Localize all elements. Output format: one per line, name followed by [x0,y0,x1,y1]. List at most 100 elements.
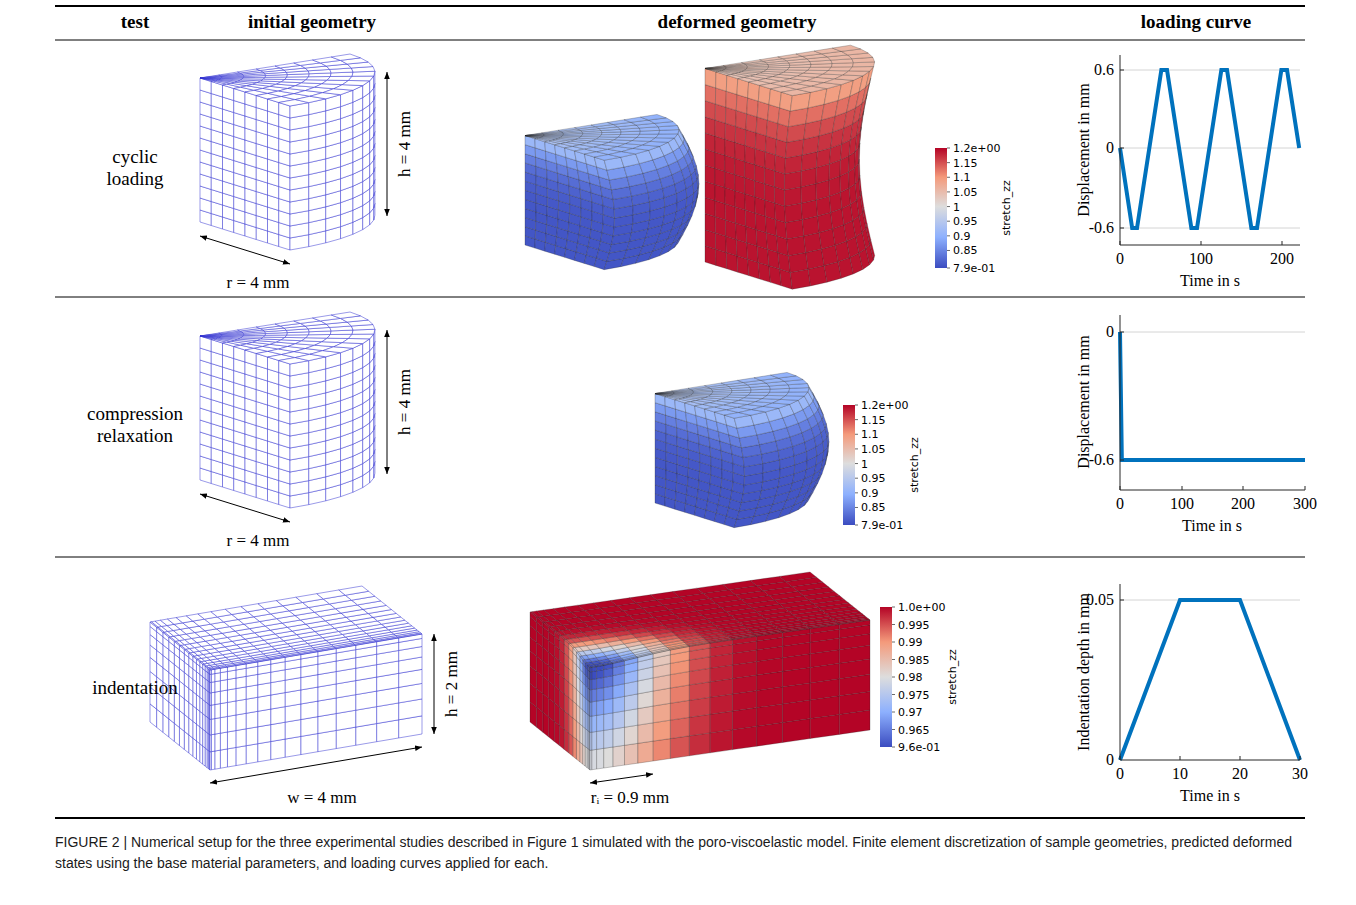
mesh-element [585,698,587,714]
mesh-element [705,66,724,69]
mesh-element [200,727,203,746]
mesh-element [788,253,808,273]
mesh-element [236,729,246,748]
mesh-element [211,692,215,705]
mesh-element [203,729,205,748]
mesh-element [215,673,220,682]
mesh-element [209,670,210,675]
mesh-element [220,716,227,733]
mesh-element [205,715,207,732]
mesh-element [583,695,585,712]
mesh-element [786,392,808,396]
mesh-element [246,744,258,764]
mesh-element [238,69,261,73]
mesh-element [301,734,318,755]
mesh-element [525,134,544,136]
mesh-element [583,744,585,766]
mesh-element [725,69,746,71]
mesh-element [583,726,585,746]
mesh-element [246,711,258,729]
mesh-element [870,239,875,260]
mesh-element [236,676,246,688]
mesh-element [790,269,810,289]
mesh-element [327,76,352,80]
mesh-element [748,392,769,395]
mesh-element [189,735,193,756]
mesh-element [674,234,683,247]
mesh-element [843,71,870,76]
mesh-element [271,707,285,725]
mesh-element [583,710,585,728]
mesh-element [215,668,220,673]
mesh-element [209,735,210,752]
mesh-element [205,748,207,768]
mesh-element [866,223,871,244]
mesh-element [205,731,207,750]
mesh-element [318,714,336,734]
mesh-element [798,496,809,509]
mesh-element [771,372,797,378]
mesh [530,572,870,770]
mesh-element [215,750,220,769]
mesh-element [215,691,220,704]
mesh-element [331,54,360,60]
mesh-element [866,78,871,99]
mesh [200,54,375,250]
table-rule [55,817,1305,819]
mesh-element [342,338,369,343]
mesh-element [542,130,561,133]
mesh-element [211,705,215,720]
mesh-element [348,334,373,339]
mesh-element [215,704,220,719]
mesh-element [672,388,691,391]
mesh-element [209,682,210,693]
mesh-element [525,133,543,136]
table-rule [55,5,1305,7]
mesh-element [200,697,203,713]
mesh-element [785,203,803,222]
mesh-element [705,66,725,68]
mesh-element [219,330,240,333]
mesh-element [285,720,301,740]
mesh-element [193,738,197,759]
mesh-element [220,732,227,750]
mesh-element [196,724,199,744]
mesh-element [849,67,874,72]
mesh-element [331,312,360,318]
mesh-element [227,747,236,767]
mesh-element [227,701,236,717]
mesh-element [246,697,258,713]
mesh-element [863,207,867,227]
mesh-element [200,75,221,78]
mesh-element [741,60,763,64]
mesh-element [271,739,285,760]
mesh-element [271,722,285,741]
mesh-element [684,216,692,230]
mesh-element [196,709,199,727]
mesh-element [786,220,804,240]
mesh-illustrations [150,45,875,770]
mesh-element [585,712,587,730]
mesh-element [236,687,246,701]
mesh-element [767,392,789,396]
mesh-element [585,746,587,767]
mesh-element [220,671,227,680]
mesh-element [200,711,203,729]
mesh-element [236,746,246,766]
mesh [525,114,699,269]
mesh-element [780,396,804,401]
mesh-element [215,718,220,734]
mesh-element [209,674,210,682]
mesh [200,312,375,508]
mesh-element [327,334,352,338]
mesh-element [585,728,587,748]
mesh-element [723,63,744,66]
mesh-element [655,391,673,394]
mesh-element [209,752,210,770]
mesh-element [348,76,373,81]
table-rule [55,557,1305,558]
mesh-element [258,725,271,744]
mesh-element [209,719,210,735]
mesh-element [209,693,210,706]
mesh-element [258,695,271,711]
